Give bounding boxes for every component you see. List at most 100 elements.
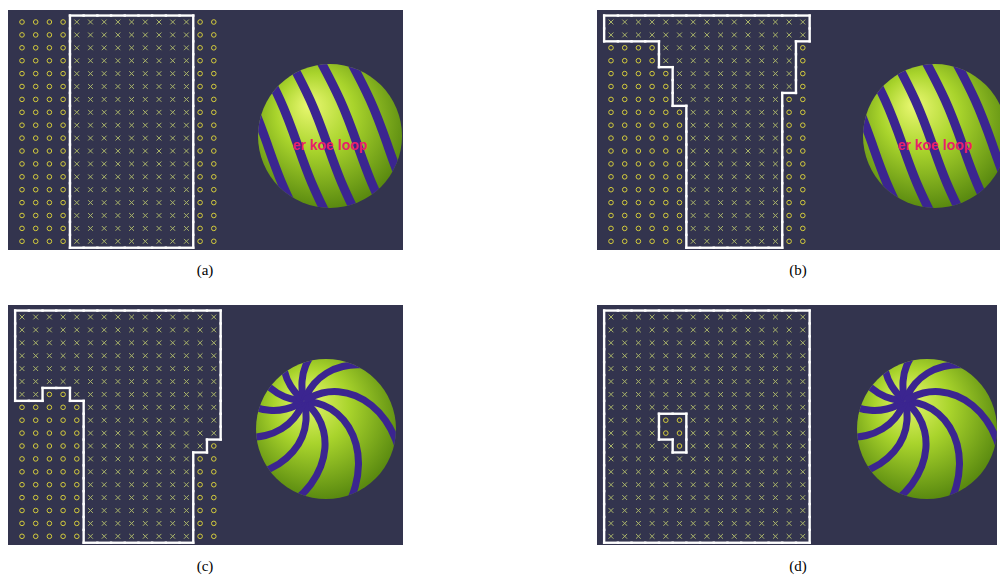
outline-segment <box>192 491 194 504</box>
unselected-point <box>212 239 217 244</box>
selected-point <box>88 45 93 50</box>
selected-point <box>732 200 737 205</box>
selected-point <box>773 444 778 449</box>
selected-point <box>663 405 668 410</box>
unselected-point <box>622 110 627 115</box>
selected-point <box>746 328 751 333</box>
unselected-point <box>801 123 806 128</box>
selected-point <box>88 366 93 371</box>
selected-point <box>773 431 778 436</box>
unselected-point <box>33 149 38 154</box>
selected-point <box>622 508 627 513</box>
unselected-point <box>664 226 669 231</box>
selected-point <box>746 379 751 384</box>
selected-point <box>129 508 134 513</box>
outline-segment <box>69 41 71 54</box>
selected-point <box>718 328 723 333</box>
selected-point <box>705 457 710 462</box>
selected-point <box>705 33 710 38</box>
outline-segment <box>714 542 728 544</box>
selected-point <box>129 200 134 205</box>
outline-segment <box>125 247 139 249</box>
selected-point <box>143 482 148 487</box>
selected-point <box>746 482 751 487</box>
unselected-point <box>20 110 25 115</box>
selected-point <box>691 239 696 244</box>
sample-grid <box>609 20 806 244</box>
sphere-stripe <box>307 392 402 545</box>
outline-segment <box>782 92 796 94</box>
outline-segment <box>632 14 646 16</box>
selected-point <box>705 405 710 410</box>
outline-segment <box>685 183 687 196</box>
selected-point <box>718 534 723 539</box>
selected-point <box>184 239 189 244</box>
selected-point <box>746 213 751 218</box>
selected-point <box>116 366 121 371</box>
unselected-point <box>677 110 682 115</box>
selected-point <box>129 431 134 436</box>
selected-point <box>718 239 723 244</box>
selection-outline <box>604 16 810 248</box>
selected-point <box>198 366 203 371</box>
outline-segment <box>138 14 152 16</box>
unselected-point <box>636 97 641 102</box>
selected-point <box>102 405 107 410</box>
unselected-point <box>677 175 682 180</box>
selected-point <box>718 482 723 487</box>
outline-segment <box>111 247 125 249</box>
unselected-point <box>47 213 52 218</box>
selected-point <box>705 431 710 436</box>
selected-point <box>74 45 79 50</box>
unselected-point <box>61 239 66 244</box>
selected-point <box>691 444 696 449</box>
selected-point <box>650 418 655 423</box>
outline-segment <box>180 14 194 16</box>
selected-point <box>198 340 203 345</box>
outline-segment <box>97 309 111 311</box>
selected-point <box>773 482 778 487</box>
selected-point <box>609 340 614 345</box>
outline-segment <box>192 145 194 158</box>
unselected-point <box>198 71 203 76</box>
selected-point <box>170 366 175 371</box>
unselected-point <box>636 200 641 205</box>
selected-point <box>102 469 107 474</box>
outline-segment <box>755 309 769 311</box>
outline-segment <box>714 247 728 249</box>
outline-segment <box>603 530 605 543</box>
selected-point <box>74 200 79 205</box>
unselected-point <box>622 123 627 128</box>
unselected-point <box>47 136 52 141</box>
selected-point <box>718 495 723 500</box>
selected-point <box>691 534 696 539</box>
selected-point <box>143 213 148 218</box>
selected-point <box>759 444 764 449</box>
selected-point <box>609 495 614 500</box>
outline-segment <box>741 14 755 16</box>
unselected-point <box>787 213 792 218</box>
selected-point <box>143 457 148 462</box>
selected-point <box>732 353 737 358</box>
selected-point <box>759 482 764 487</box>
selected-point <box>609 508 614 513</box>
selected-point <box>759 213 764 218</box>
outline-segment <box>808 362 810 375</box>
selected-point <box>622 366 627 371</box>
outline-segment <box>192 80 194 93</box>
unselected-point <box>664 71 669 76</box>
unselected-point <box>650 175 655 180</box>
selected-point <box>102 213 107 218</box>
selected-point <box>800 315 805 320</box>
selected-point <box>198 431 203 436</box>
selected-point <box>718 110 723 115</box>
selected-point <box>609 405 614 410</box>
unselected-point <box>664 162 669 167</box>
outline-segment <box>69 222 71 235</box>
unselected-point <box>609 123 614 128</box>
selected-point <box>157 534 162 539</box>
selected-point <box>787 418 792 423</box>
selected-point <box>170 340 175 345</box>
selected-point <box>609 457 614 462</box>
unselected-point <box>33 431 38 436</box>
